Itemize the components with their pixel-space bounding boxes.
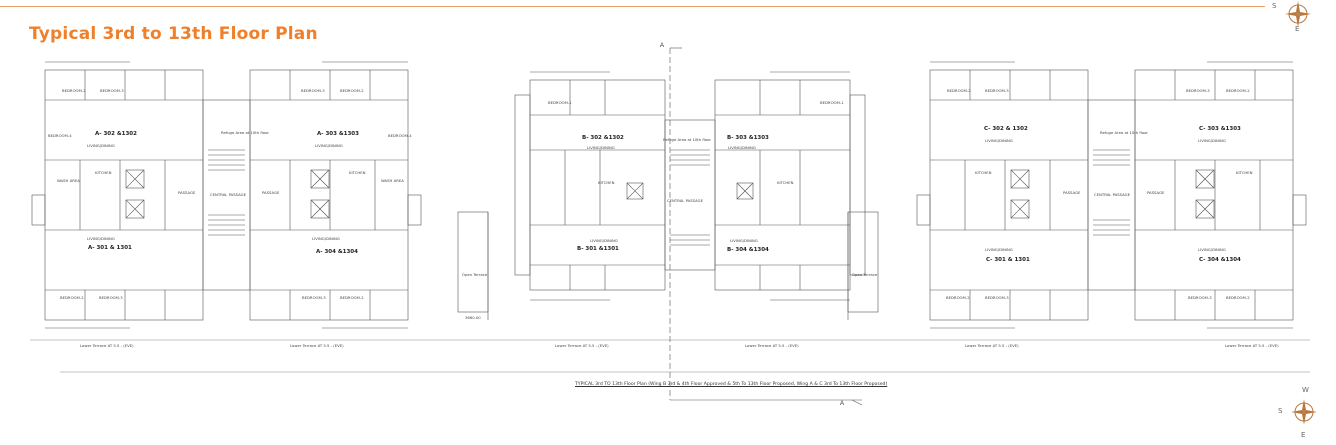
room-label: LIVING/DINING [985,247,1013,252]
room-label: LIVING/DINING [590,238,618,243]
room-label: LIVING/DINING [1198,138,1226,143]
room-label: BEDROOM-3 [302,295,326,300]
room-label: Refuge Area at 10th floor [1100,130,1148,135]
unit-label-a303: A- 303 &1303 [317,131,359,137]
room-label: KITCHEN [777,180,794,185]
room-label: BEDROOM-2 [947,88,971,93]
room-label: KITCHEN [975,170,992,175]
compass-bottom-e: E [1301,431,1306,439]
room-label: LIVING/DINING [87,236,115,241]
room-label: LIVING/DINING [730,238,758,243]
terrace-label: Lower Terrace AT 5.5 - (EVE) [290,343,344,348]
unit-label-c301: C- 301 & 1301 [986,257,1030,263]
room-label: BEDROOM-3 [985,88,1009,93]
unit-label-a301: A- 301 & 1301 [88,245,132,251]
unit-label-c304: C- 304 &1304 [1199,257,1241,263]
room-label: CENTRAL PASSAGE [1094,192,1131,197]
room-label: BEDROOM-2 [60,295,84,300]
room-label: BEDROOM-2 [1226,88,1250,93]
compass-bottom-s: S [1278,407,1283,415]
wing-a-right-block [249,69,409,321]
room-label: LIVING/DINING [1198,247,1226,252]
compass-top-e: E [1295,25,1300,33]
room-label: CENTRAL PASSAGE [667,198,704,203]
room-label: PASSAGE [178,190,196,195]
wing-a-core [202,99,251,291]
room-label: KITCHEN [1236,170,1253,175]
room-label: Refuge Area at 10th floor [221,130,269,135]
room-label: PASSAGE [1063,190,1081,195]
room-label: PASSAGE [1147,190,1165,195]
terrace-label: Lower Terrace AT 5.5 - (EVE) [1225,343,1279,348]
room-label: KITCHEN [95,170,112,175]
wing-b-left-block [529,79,666,291]
room-label: LIVING/DINING [87,143,115,148]
unit-label-b304: B- 304 &1304 [727,247,769,253]
room-label: BEDROOM-4 [48,133,72,138]
room-label: BEDROOM-3 [301,88,325,93]
room-label: BEDROOM-2 [1226,295,1250,300]
room-label: LIVING/DINING [315,143,343,148]
room-label: BEDROOM-3 [985,295,1009,300]
compass-bottom: W S E [1278,386,1324,444]
room-label: LIVING/DINING [728,145,756,150]
unit-label-a302: A- 302 &1302 [95,131,137,137]
terrace-label: Lower Terrace AT 5.5 - (EVE) [555,343,609,348]
wing-c-right-block [1134,69,1294,321]
room-label: BEDROOM-2 [946,295,970,300]
unit-label-c303: C- 303 &1303 [1199,126,1241,132]
terrace-label: Lower Terrace AT 5.5 - (EVE) [80,343,134,348]
room-label: KITCHEN [349,170,366,175]
room-label: BEDROOM-2 [340,88,364,93]
room-label: BEDROOM-2 [62,88,86,93]
room-label: BEDROOM-3 [1188,295,1212,300]
room-label: BEDROOM-3 [100,88,124,93]
room-label: PASSAGE [262,190,280,195]
compass-rose-icon [1285,1,1311,27]
unit-label-b303: B- 303 &1303 [727,135,769,141]
compass-top-s: S [1272,2,1277,10]
page-title: Typical 3rd to 13th Floor Plan [29,24,318,44]
room-label: BEDROOM-2 [340,295,364,300]
room-label: BEDROOM-4 [388,133,412,138]
unit-label-c302: C- 302 & 1302 [984,126,1028,132]
section-mark-top: A [660,43,665,49]
room-label: BEDROOM-1 [820,100,844,105]
compass-top: S E [1272,0,1318,38]
wing-b-core [664,119,716,271]
compass-rose-icon [1291,399,1317,425]
room-label: LIVING/DINING [587,145,615,150]
wing-a-left-block [44,69,204,321]
room-label: LIVING/DINING [985,138,1013,143]
compass-bottom-w: W [1302,386,1309,394]
room-label: BEDROOM-3 [99,295,123,300]
section-mark-bottom: A [840,401,845,407]
room-label: CENTRAL PASSAGE [210,192,247,197]
wing-c-left-block [929,69,1089,321]
plan-footnote: TYPICAL 3rd TO 13th Floor Plan (Wing B 3… [575,382,888,387]
unit-label-b302: B- 302 &1302 [582,135,624,141]
room-label: WASH AREA [381,178,404,183]
unit-label-a304: A- 304 &1304 [316,249,358,255]
room-label: KITCHEN [598,180,615,185]
unit-label-b301: B- 301 &1301 [577,246,619,252]
terrace-label: Lower Terrace AT 5.5 - (EVE) [745,343,799,348]
room-label: LIVING/DINING [312,236,340,241]
wing-c-core [1087,99,1136,291]
header-rule [0,6,1265,7]
room-label: Open Terrace [852,272,878,277]
room-label: Refuge Area at 10th floor [663,137,711,142]
dimension-label: 3660.00 [465,315,481,320]
wing-b-right-block [714,79,851,291]
room-label: BEDROOM-1 [548,100,572,105]
room-label: WASH AREA [57,178,80,183]
terrace-label: Lower Terrace AT 5.5 - (EVE) [965,343,1019,348]
room-label: Open Terrace [462,272,488,277]
room-label: BEDROOM-3 [1186,88,1210,93]
